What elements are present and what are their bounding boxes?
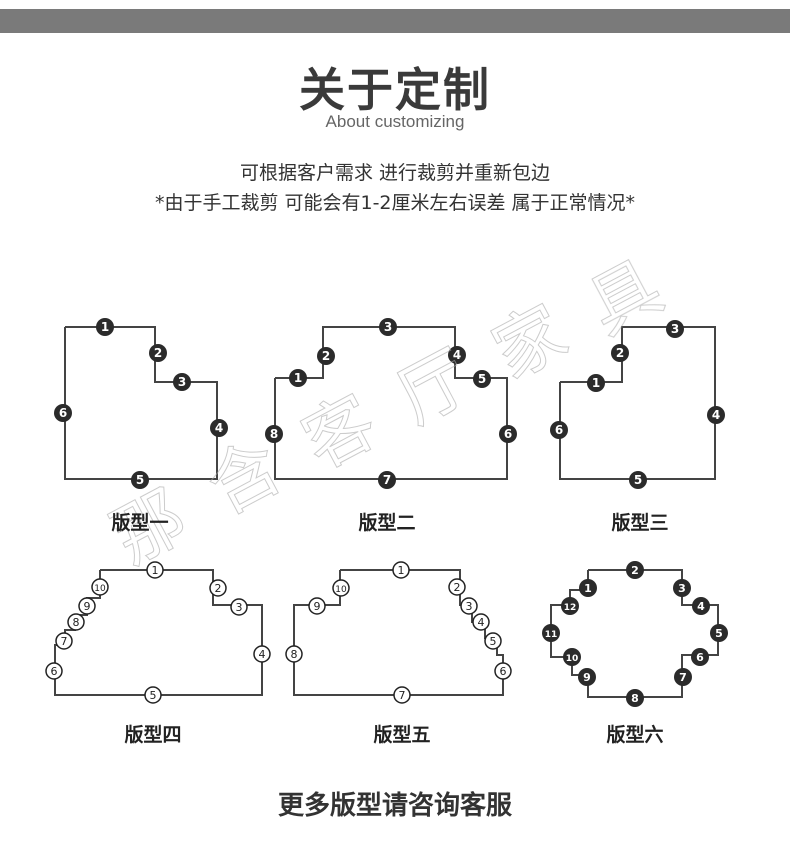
shape-3-marker-1: 1	[592, 376, 600, 390]
shape-2-marker-8: 8	[270, 427, 278, 441]
shape-1-marker-4: 4	[215, 421, 223, 435]
shape-1-marker-5: 5	[136, 473, 144, 487]
shape-2-marker-4: 4	[453, 348, 461, 362]
shape-4-outline	[54, 569, 263, 696]
shape-6-marker-5: 5	[715, 627, 723, 640]
page-title: 关于定制	[299, 63, 491, 117]
footer-contact-text: 更多版型请咨询客服	[277, 791, 512, 821]
shape-6-marker-2: 2	[631, 564, 639, 577]
shape-2-markers: 1 2 3 4 5 6 7 8	[265, 318, 517, 489]
shape-4-marker-2: 2	[215, 582, 222, 595]
shape-1-marker-3: 3	[178, 375, 186, 389]
shape-1-label: 版型一	[111, 512, 169, 534]
shape-6-marker-11: 11	[545, 630, 558, 640]
shape-1-marker-2: 2	[154, 346, 162, 360]
shape-6-label: 版型六	[606, 724, 664, 746]
description-line-1: 可根据客户需求 进行裁剪并重新包边	[239, 162, 551, 184]
shape-2-marker-5: 5	[478, 372, 486, 386]
shape-6-marker-9: 9	[583, 671, 591, 684]
shape-4-marker-4: 4	[259, 648, 266, 661]
shape-5-marker-7: 7	[399, 689, 406, 702]
top-banner	[0, 0, 790, 33]
shape-3-marker-2: 2	[616, 346, 624, 360]
shape-5-marker-6: 6	[500, 665, 507, 678]
shape-5-markers: 1 2 3 4 5 6 7 8 9 10	[285, 561, 512, 704]
page-subtitle: About customizing	[325, 112, 465, 131]
shape-5-label: 版型五	[373, 724, 431, 746]
shape-5-marker-10: 10	[335, 585, 347, 595]
shape-4-marker-7: 7	[61, 635, 68, 648]
shape-6-marker-6: 6	[696, 651, 704, 664]
shape-3-markers: 1 2 3 4 5 6	[550, 320, 725, 489]
shape-4-marker-5: 5	[150, 689, 157, 702]
shape-1-markers: 1 2 3 4 5 6	[54, 318, 228, 489]
shape-6-marker-3: 3	[678, 582, 686, 595]
shape-5-marker-4: 4	[478, 616, 485, 629]
shape-4-marker-8: 8	[73, 616, 80, 629]
shape-6-markers: 1 2 3 4 5 6 7 8 9 10 11 12	[542, 561, 728, 707]
shape-4-marker-3: 3	[236, 601, 243, 614]
description-line-2: *由于手工裁剪 可能会有1-2厘米左右误差 属于正常情况*	[154, 192, 636, 214]
shape-4-marker-9: 9	[84, 600, 91, 613]
shape-6-outline	[550, 569, 719, 698]
shape-2-marker-3: 3	[384, 320, 392, 334]
shape-3-marker-3: 3	[671, 322, 679, 336]
shape-2-outline	[274, 326, 508, 480]
shape-4-markers: 1 2 3 4 5 6 7 8 9 10	[45, 561, 271, 704]
shape-3-outline	[559, 326, 716, 480]
shape-5-outline	[293, 569, 504, 696]
shape-5-marker-5: 5	[490, 635, 497, 648]
shape-2-marker-1: 1	[294, 371, 302, 385]
shape-4-label: 版型四	[124, 724, 182, 746]
shape-1-marker-6: 6	[59, 406, 67, 420]
top-banner-fill	[0, 9, 790, 33]
shape-6-marker-4: 4	[697, 600, 705, 613]
shape-3-marker-6: 6	[555, 423, 563, 437]
shape-6-marker-10: 10	[566, 654, 579, 664]
shape-3-label: 版型三	[611, 512, 669, 534]
shape-1-marker-1: 1	[101, 320, 109, 334]
shape-2-marker-6: 6	[504, 427, 512, 441]
shape-5-marker-9: 9	[314, 600, 321, 613]
shape-1-outline	[64, 326, 218, 480]
shape-3-marker-5: 5	[634, 473, 642, 487]
shape-5-marker-1: 1	[398, 564, 405, 577]
shape-2-marker-2: 2	[322, 349, 330, 363]
shape-4-marker-6: 6	[51, 665, 58, 678]
shape-5-marker-8: 8	[291, 648, 298, 661]
shape-5-marker-3: 3	[466, 600, 473, 613]
shape-3-marker-4: 4	[712, 408, 720, 422]
shape-2-marker-7: 7	[383, 473, 391, 487]
shape-4-marker-10: 10	[94, 584, 106, 594]
shape-2-label: 版型二	[358, 512, 416, 534]
shape-6-marker-1: 1	[584, 582, 592, 595]
shape-6-marker-12: 12	[564, 603, 577, 613]
shape-5-marker-2: 2	[454, 581, 461, 594]
shape-4-marker-1: 1	[152, 564, 159, 577]
shape-6-marker-8: 8	[631, 692, 639, 705]
shape-6-marker-7: 7	[679, 671, 687, 684]
